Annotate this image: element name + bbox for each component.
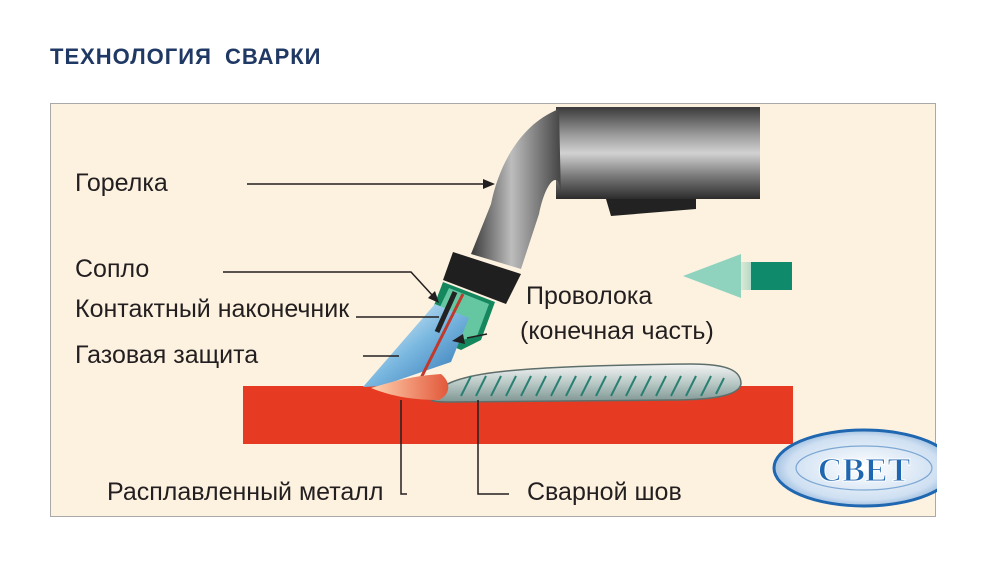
welding-illustration: СВЕТ [223, 107, 937, 508]
molten-pool [371, 374, 449, 400]
leader-lines [223, 179, 509, 495]
wire [417, 293, 465, 383]
page-title: ТЕХНОЛОГИЯ СВАРКИ [50, 44, 322, 69]
torch-trigger [606, 199, 696, 216]
torch-neck [471, 109, 561, 269]
torch-collar [443, 252, 521, 304]
label-nozzle: Сопло [75, 255, 150, 283]
travel-direction-arrow-icon [683, 254, 792, 298]
svet-logo: СВЕТ [772, 428, 937, 508]
label-weld-seam: Сварной шов [527, 478, 682, 506]
label-wire-line1: Проволока [526, 282, 653, 310]
label-molten-metal: Расплавленный металл [107, 478, 384, 506]
welding-diagram: СВЕТ Горелка Сопло Контактный наконечник… [50, 103, 937, 517]
logo-text: СВЕТ [818, 452, 911, 489]
label-contact-tip: Контактный наконечник [75, 295, 350, 323]
weld-seam-ripples [460, 375, 725, 397]
label-wire-line2: (конечная часть) [520, 317, 714, 345]
label-gas-shield: Газовая защита [75, 341, 259, 369]
label-torch: Горелка [75, 169, 168, 197]
torch-tube [556, 107, 760, 199]
